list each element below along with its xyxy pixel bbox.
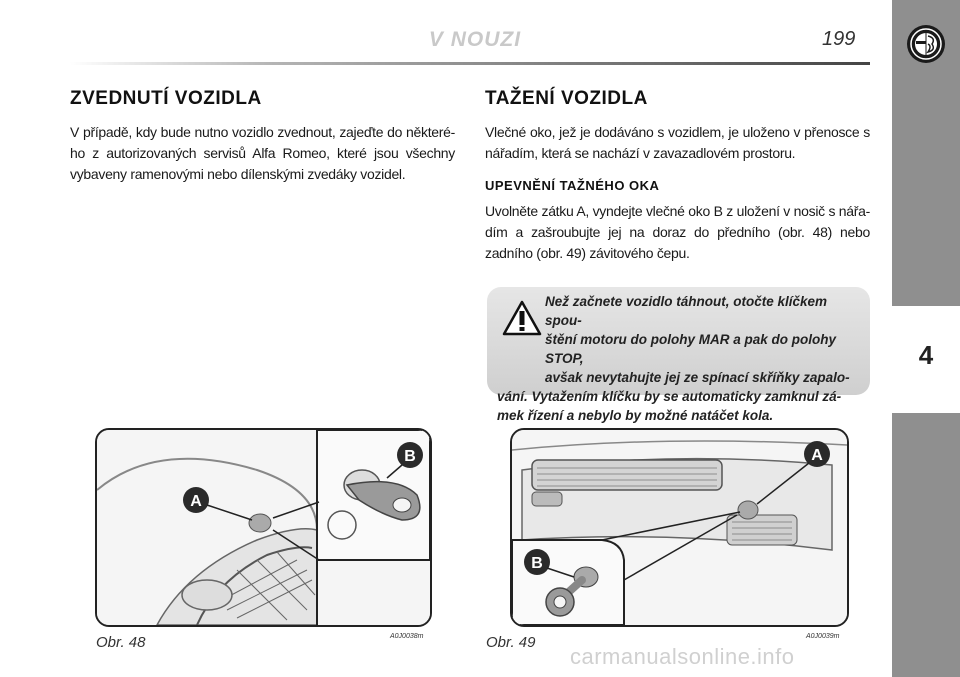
callout-b-label: B [531,555,543,572]
callout-a-label: A [190,493,202,510]
warning-box [487,287,870,395]
warning-line-3: avšak nevytahujte jej ze spínací skříňky… [545,370,850,385]
towing-section: TAŽENÍ VOZIDLA Vlečné oko, jež je dodává… [485,88,870,264]
front-bumper-illustration: A B [97,430,430,625]
figure-49-caption: Obr. 49 [486,634,536,651]
figure-49-rear-bumper: A B [510,428,849,627]
watermark: carmanualsonline.info [570,644,795,669]
figure-48-front-bumper: A B [95,428,432,627]
warning-triangle-icon [502,300,542,336]
figure-48-caption: Obr. 48 [96,634,146,651]
lifting-section: ZVEDNUTÍ VOZIDLA V případě, kdy bude nut… [70,88,455,185]
callout-b-label: B [404,448,416,465]
section-title: V NOUZI [428,28,522,51]
figure-48-code: A0J0038m [390,633,424,640]
warning-line-1: Než začnete vozidlo táhnout, otočte klíč… [545,294,828,328]
lifting-heading: ZVEDNUTÍ VOZIDLA [70,88,262,109]
chapter-tab-number: 4 [918,340,934,370]
tow-hook-paragraph: Uvolněte zátku A, vyndejte vlečné oko B … [485,203,870,261]
figure-49-code: A0J0039m [806,633,840,640]
tow-hook-subheading: UPEVNĚNÍ TAŽNÉHO OKA [485,178,660,193]
warning-line-2: štění motoru do polohy MAR a pak do polo… [545,332,836,366]
warning-text: Než začnete vozidlo táhnout, otočte klíč… [497,292,862,425]
chapter-tab[interactable] [892,306,960,413]
callout-a-label: A [811,447,823,464]
warning-rest: vání. Vytažením klíčku by se automaticky… [497,389,842,423]
rear-bumper-illustration: A B [512,430,847,625]
page-number: 199 [822,28,856,50]
towing-heading: TAŽENÍ VOZIDLA [485,88,648,109]
lifting-paragraph: V případě, kdy bude nutno vozidlo zvedno… [70,124,455,182]
header-rule [70,62,870,65]
alfa-romeo-logo-icon [907,25,945,63]
towing-paragraph: Vlečné oko, jež je dodáváno s vozidlem, … [485,124,870,161]
